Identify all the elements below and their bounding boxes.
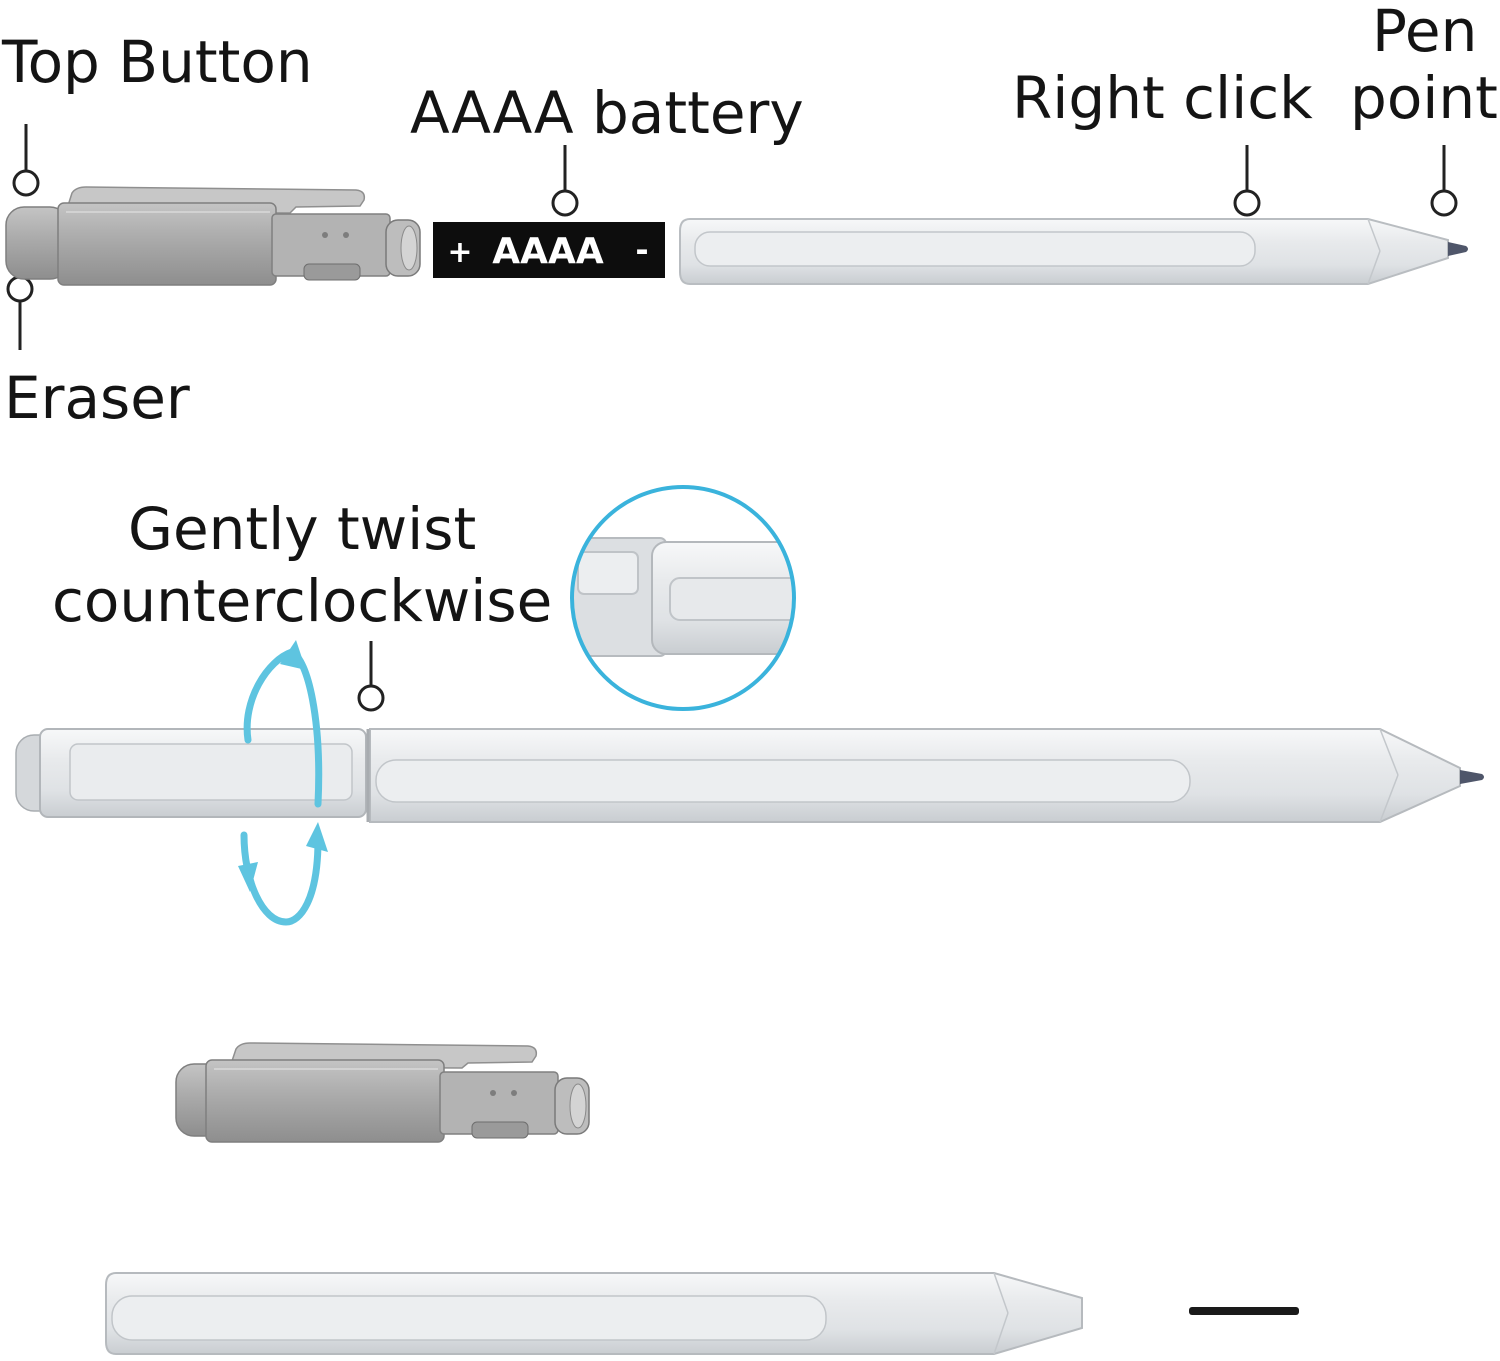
callout-ring-icon: [357, 684, 385, 712]
callout-battery: [551, 145, 579, 217]
pen-barrel-bottom: [105, 1272, 1083, 1355]
callout-ring-icon: [1430, 189, 1458, 217]
callout-eraser: [6, 275, 34, 350]
callout-ring-icon: [551, 189, 579, 217]
callout-ring-icon: [12, 169, 40, 197]
pen-cap-bottom: [175, 1042, 590, 1143]
label-twist-line2: counterclockwise: [52, 567, 553, 635]
battery-type: AAAA: [492, 231, 604, 272]
label-pen-point-line1: Pen: [1372, 0, 1478, 65]
pen-cap-top: [5, 186, 421, 286]
callout-ring-icon: [6, 275, 34, 303]
callout-pen-point: [1430, 145, 1458, 217]
callout-right-click: [1233, 145, 1261, 217]
label-twist-line1: Gently twist: [128, 495, 477, 563]
callout-twist: [357, 641, 385, 712]
callout-top-button: [12, 124, 40, 197]
twist-arrowheads: [238, 640, 328, 892]
loose-pen-tip: [1189, 1307, 1299, 1315]
battery-minus: -: [635, 231, 648, 269]
callout-ring-icon: [1233, 189, 1261, 217]
zoom-circle-icon: [570, 485, 796, 711]
label-pen-point-line2: point: [1350, 64, 1498, 132]
pen-barrel-top: [679, 218, 1468, 285]
aaaa-battery: + AAAA -: [433, 222, 665, 278]
battery-plus: +: [447, 235, 472, 270]
label-top-button: Top Button: [2, 28, 313, 96]
label-aaaa-battery: AAAA battery: [410, 79, 804, 147]
label-eraser: Eraser: [4, 364, 190, 432]
label-right-click: Right click: [1012, 64, 1313, 132]
pen-assembled: [15, 728, 1484, 823]
